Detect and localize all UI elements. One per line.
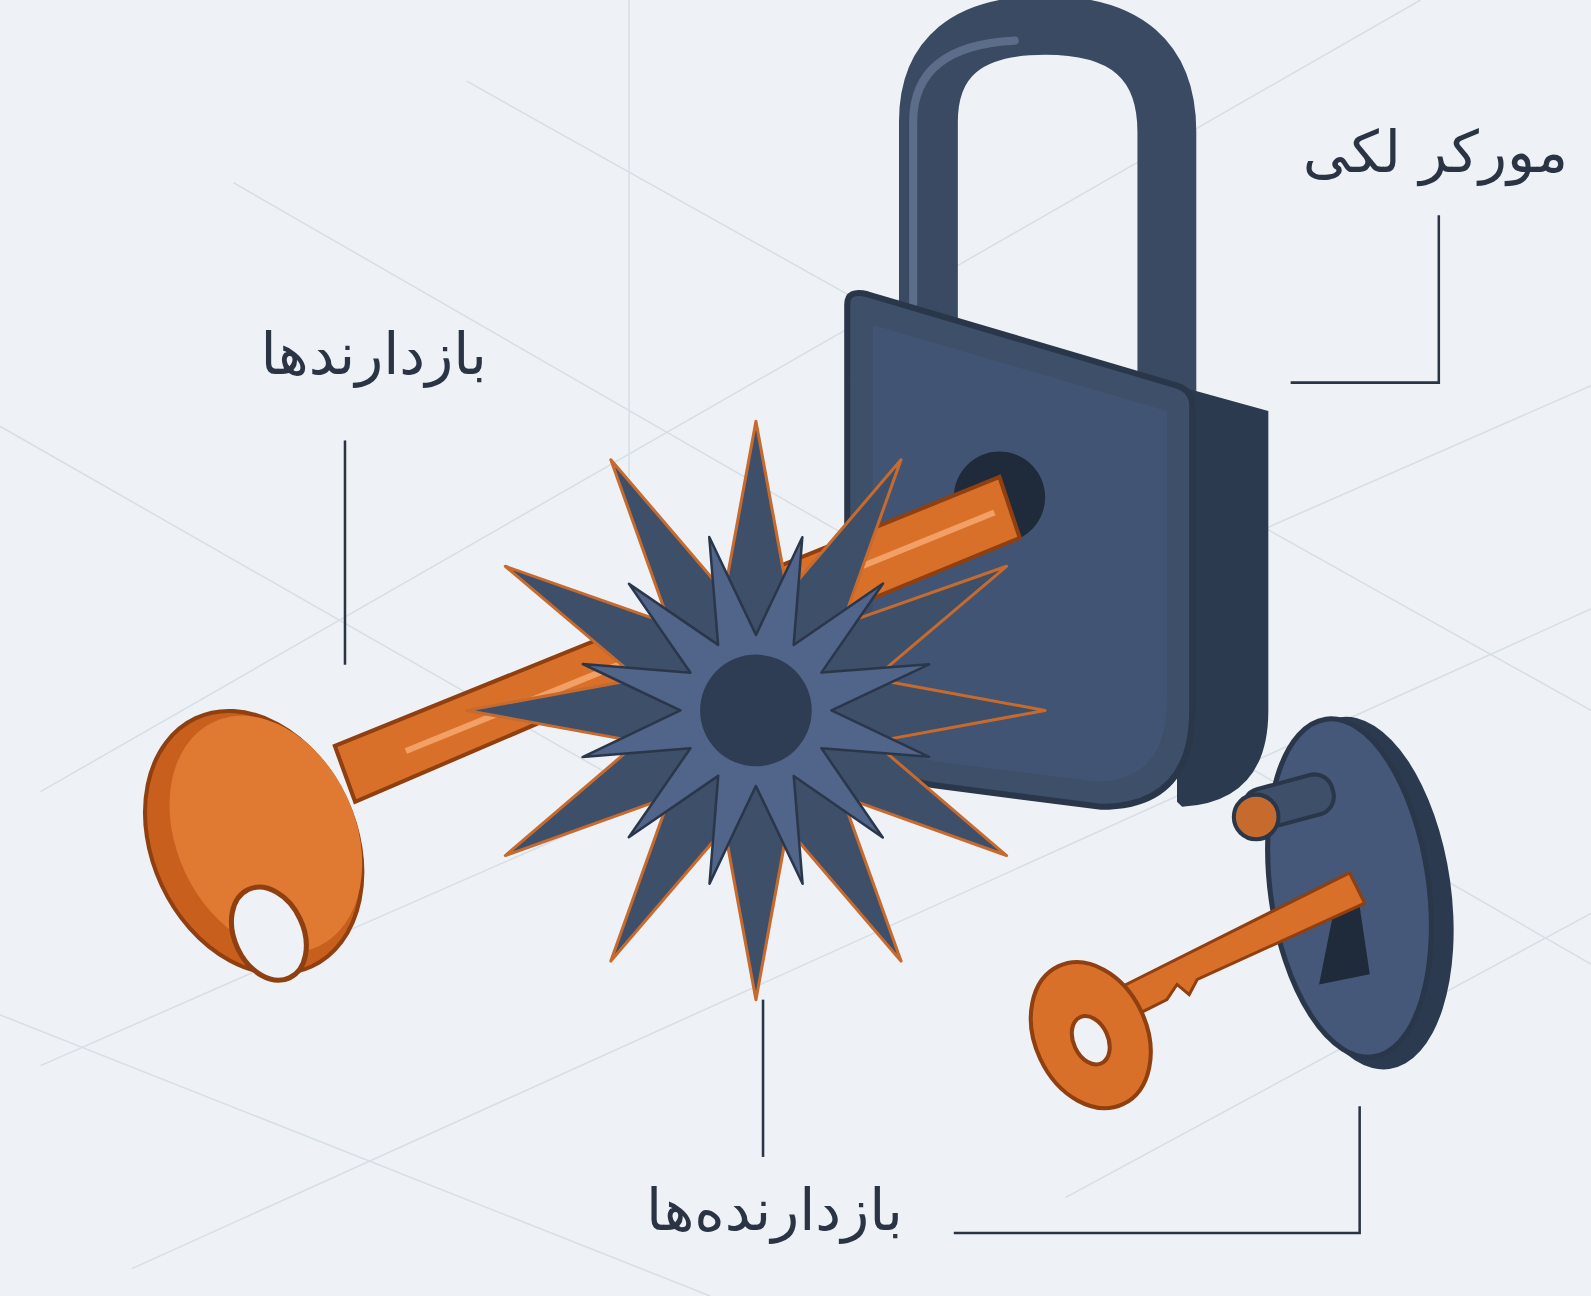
small-lock-pin-cap <box>1234 795 1279 840</box>
part-label: بازدارندها <box>260 320 487 390</box>
big-key-bow <box>104 675 404 1009</box>
inhibitor-star-center <box>700 655 812 767</box>
big-key-hole <box>217 875 321 992</box>
small-key-hole <box>1064 1010 1117 1071</box>
inhibitor-star-core <box>536 491 975 930</box>
padlock-shackle-highlight <box>913 41 1014 305</box>
part-label: مورکر لکی <box>1303 118 1568 188</box>
part-label: بازدارنده‌ها <box>646 1176 903 1246</box>
leader-lines <box>345 215 1439 1233</box>
inhibitor-star <box>467 421 1045 999</box>
small-key-bow <box>1008 943 1173 1128</box>
small-key-blade <box>1116 873 1365 1020</box>
